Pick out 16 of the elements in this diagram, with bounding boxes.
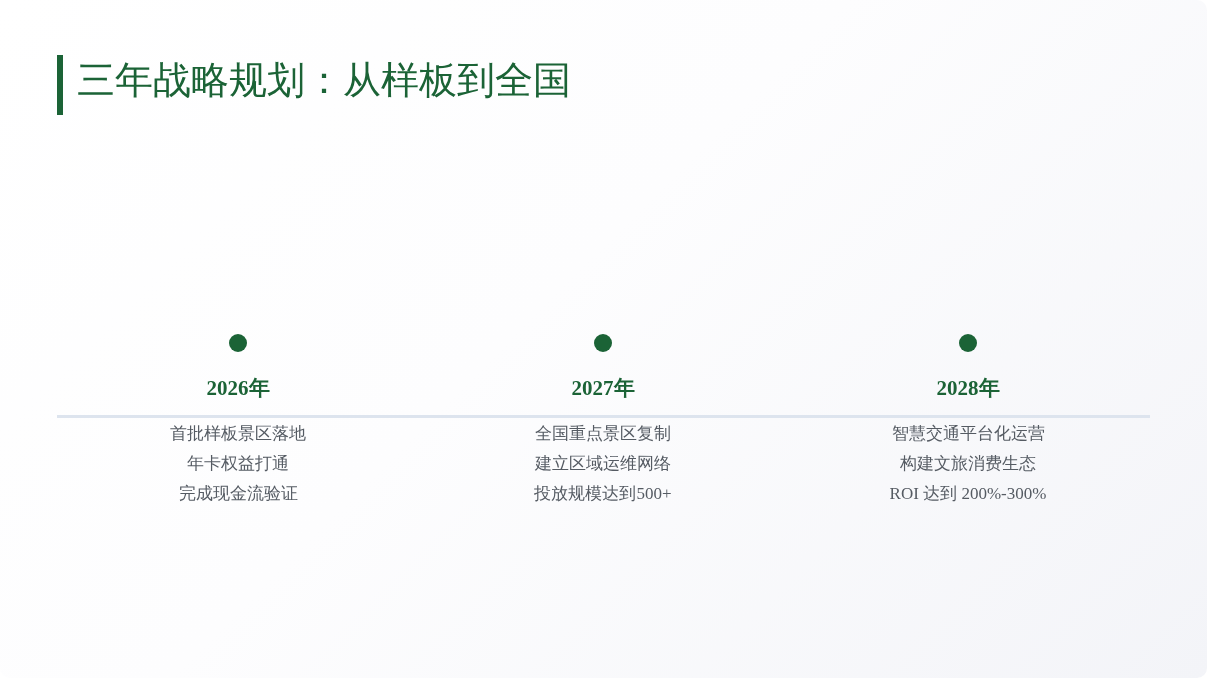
slide-title: 三年战略规划：从样板到全国 — [77, 58, 571, 103]
milestone-item: 年卡权益打通 — [187, 453, 289, 475]
milestone-year: 2026年 — [206, 375, 270, 402]
milestone-item: ROI 达到 200%-300% — [889, 483, 1047, 505]
milestone-dot — [594, 334, 612, 352]
milestone-item: 全国重点景区复制 — [535, 423, 671, 445]
milestone-year: 2028年 — [936, 375, 1000, 402]
milestone-item: 建立区域运维网络 — [535, 453, 671, 475]
milestone-dot — [959, 334, 977, 352]
milestone-item: 完成现金流验证 — [178, 483, 298, 505]
milestone-dot — [229, 334, 247, 352]
milestone-item: 首批样板景区落地 — [170, 423, 306, 445]
milestone-item: 智慧交通平台化运营 — [891, 423, 1045, 445]
milestone-year: 2027年 — [571, 375, 635, 402]
milestone-item: 构建文旅消费生态 — [900, 453, 1036, 475]
milestone-item: 投放规模达到500+ — [534, 483, 672, 505]
